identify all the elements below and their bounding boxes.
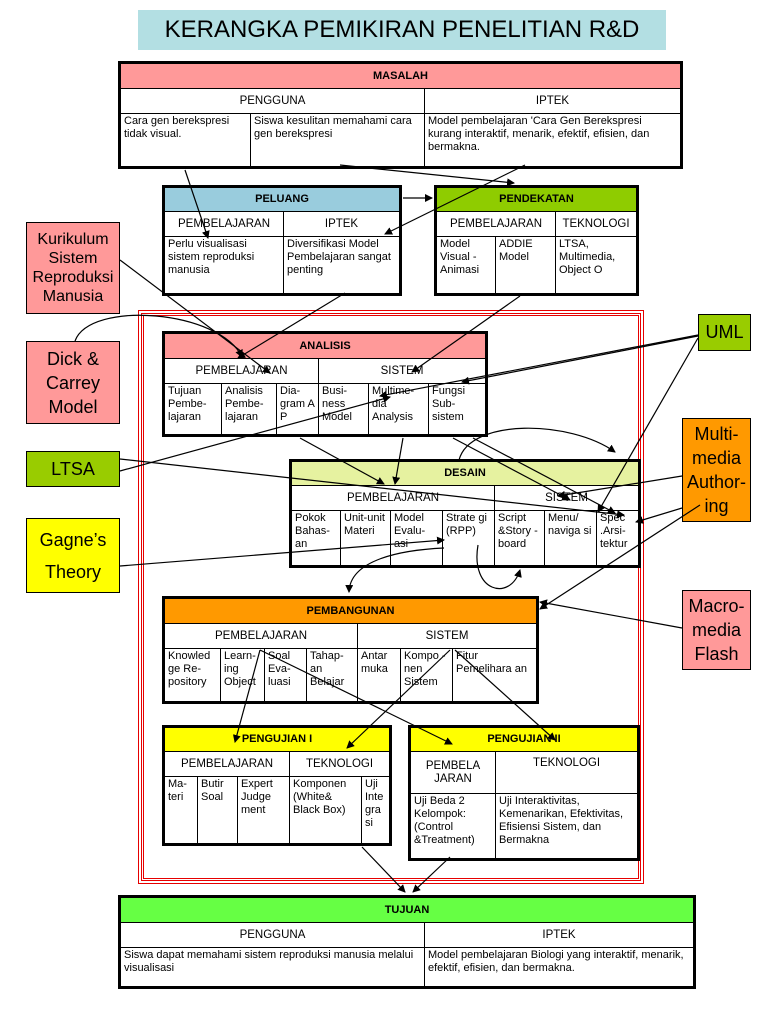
- peluang-header: PELUANG: [163, 186, 401, 212]
- pembangunan-block: PEMBANGUNAN PEMBELAJARAN SISTEM Knowled …: [162, 596, 539, 704]
- pengujian-1-cell: Komponen (White& Black Box): [289, 776, 362, 845]
- arrow: [461, 335, 699, 385]
- dick-carrey-box: Dick & Carrey Model: [26, 341, 120, 424]
- arrow: [339, 164, 515, 187]
- kurikulum-box: Kurikulum Sistem Reproduksi Manusia: [26, 222, 120, 314]
- analisis-header: ANALISIS: [163, 332, 487, 359]
- pembangunan-cell: Fitur Pemelihara an: [452, 648, 538, 703]
- analisis-cell: Analisis Pembe-lajaran: [221, 383, 277, 436]
- pengujian-2-block: PENGUJIAN II PEMBELA JARAN TEKNOLOGI Uji…: [408, 725, 640, 861]
- arrow: [379, 334, 699, 399]
- analisis-cell: Tujuan Pembe-lajaran: [163, 383, 222, 436]
- pengujian-2-cell-1: Uji Beda 2 Kelompok: (Control &Treatment…: [409, 793, 496, 860]
- masalah-header: MASALAH: [119, 62, 682, 89]
- arrow: [119, 259, 271, 374]
- masalah-iptek-label: IPTEK: [424, 88, 682, 114]
- arrow: [74, 314, 243, 358]
- pendekatan-cell-1: Model Visual - Animasi: [435, 236, 496, 295]
- tujuan-cell-2: Model pembelajaran Biologi yang interakt…: [424, 947, 695, 988]
- pengujian-2-cell-2: Uji Interaktivitas, Kemenarikan, Efektiv…: [495, 793, 639, 860]
- pengujian-1-cell: Uji Inte gra si: [361, 776, 391, 845]
- ltsa-box: LTSA: [26, 451, 120, 487]
- peluang-sub-iptek: IPTEK: [283, 211, 401, 237]
- peluang-sub-pembelajaran: PEMBELAJARAN: [163, 211, 284, 237]
- arrow: [119, 394, 391, 472]
- desain-cell: Strate gi (RPP): [442, 510, 495, 567]
- pengujian-2-header: PENGUJIAN II: [409, 726, 639, 752]
- tujuan-pengguna-label: PENGGUNA: [119, 922, 425, 948]
- page-title: KERANGKA PEMIKIRAN PENELITIAN R&D: [138, 10, 666, 50]
- pembangunan-cell: Knowled ge Re-pository: [163, 648, 221, 703]
- arrow: [539, 504, 701, 610]
- pengujian-1-cell: Expert Judge ment: [237, 776, 290, 845]
- arrow: [635, 507, 683, 524]
- masalah-block: MASALAH PENGGUNA IPTEK Cara gen berekspr…: [118, 61, 683, 169]
- arrow: [237, 292, 346, 359]
- pengujian-1-block: PENGUJIAN I PEMBELAJARAN TEKNOLOGI Ma-te…: [162, 725, 392, 846]
- gagne-box: Gagne’s Theory: [26, 518, 120, 593]
- arrow: [361, 846, 406, 893]
- arrow: [597, 337, 699, 513]
- pengujian-2-sub-pembelajaran: PEMBELA JARAN: [409, 751, 496, 794]
- pendekatan-sub-teknologi: TEKNOLOGI: [555, 211, 638, 237]
- arrow: [454, 649, 556, 741]
- pendekatan-cell-2: ADDIE Model: [495, 236, 556, 295]
- arrow: [472, 437, 616, 514]
- arrow: [384, 164, 526, 235]
- macromedia-flash-box: Macro-media Flash: [682, 590, 751, 670]
- arrow: [299, 437, 385, 485]
- pendekatan-block: PENDEKATAN PEMBELAJARAN TEKNOLOGI Model …: [434, 185, 639, 296]
- peluang-cell-1: Perlu visualisasi sistem reproduksi manu…: [163, 236, 284, 295]
- arrow: [119, 536, 445, 567]
- pengujian-1-sub-teknologi: TEKNOLOGI: [289, 751, 391, 777]
- arrow: [411, 295, 521, 373]
- arrow: [412, 856, 451, 893]
- arrow: [539, 599, 683, 629]
- arrow: [458, 427, 616, 461]
- masalah-cell-3: Model pembelajaran 'Cara Gen Berekspresi…: [424, 113, 682, 168]
- masalah-cell-2: Siswa kesulitan memahami cara gen bereks…: [250, 113, 425, 168]
- tujuan-block: TUJUAN PENGGUNA IPTEK Siswa dapat memaha…: [118, 895, 696, 989]
- arrow: [452, 437, 571, 501]
- arrow: [345, 547, 445, 593]
- arrow: [346, 649, 451, 749]
- arrow: [392, 437, 404, 485]
- pengujian-1-cell: Ma-teri: [163, 776, 198, 845]
- pembangunan-header: PEMBANGUNAN: [163, 597, 538, 624]
- pengujian-2-sub-teknologi: TEKNOLOGI: [495, 751, 639, 794]
- peluang-cell-2: Diversifikasi Model Pembelajaran sangat …: [283, 236, 401, 295]
- pengujian-1-sub-pembelajaran: PEMBELAJARAN: [163, 751, 290, 777]
- pembangunan-sub-pembelajaran: PEMBELAJARAN: [163, 623, 358, 649]
- peluang-block: PELUANG PEMBELAJARAN IPTEK Perlu visuali…: [162, 185, 402, 296]
- arrow: [232, 649, 261, 743]
- pendekatan-cell-3: LTSA, Multimedia, Object O: [555, 236, 638, 295]
- tujuan-cell-1: Siswa dapat memahami sistem reproduksi m…: [119, 947, 425, 988]
- pembangunan-cell: Kompo -nen Sistem: [400, 648, 453, 703]
- desain-cell: Pokok Bahas-an: [290, 510, 341, 567]
- masalah-cell-1: Cara gen berekspresi tidak visual.: [119, 113, 251, 168]
- arrow: [259, 649, 453, 745]
- desain-block: DESAIN PEMBELAJARAN SISTEM Pokok Bahas-a…: [289, 459, 641, 568]
- arrow: [476, 544, 522, 590]
- arrow: [557, 475, 683, 499]
- desain-cell: Model Evalu-asi: [390, 510, 443, 567]
- tujuan-header: TUJUAN: [119, 896, 695, 923]
- analisis-cell: Fungsi Sub-sistem: [428, 383, 487, 436]
- arrow: [184, 169, 210, 239]
- pembangunan-cell: Soal Eva-luasi: [264, 648, 307, 703]
- uml-box: UML: [698, 314, 751, 351]
- desain-cell: Spec .Arsi-tektur: [596, 510, 640, 567]
- analisis-sub-pembelajaran: PEMBELAJARAN: [163, 358, 319, 384]
- pendekatan-sub-pembelajaran: PEMBELAJARAN: [435, 211, 556, 237]
- analisis-block: ANALISIS PEMBELAJARAN SISTEM Tujuan Pemb…: [162, 331, 488, 437]
- desain-cell: Menu/ naviga si: [544, 510, 597, 567]
- development-frame: [138, 310, 644, 884]
- multimedia-authoring-box: Multi-media Author-ing: [682, 418, 751, 522]
- arrow: [119, 458, 625, 519]
- desain-cell: Script &Story -board: [494, 510, 545, 567]
